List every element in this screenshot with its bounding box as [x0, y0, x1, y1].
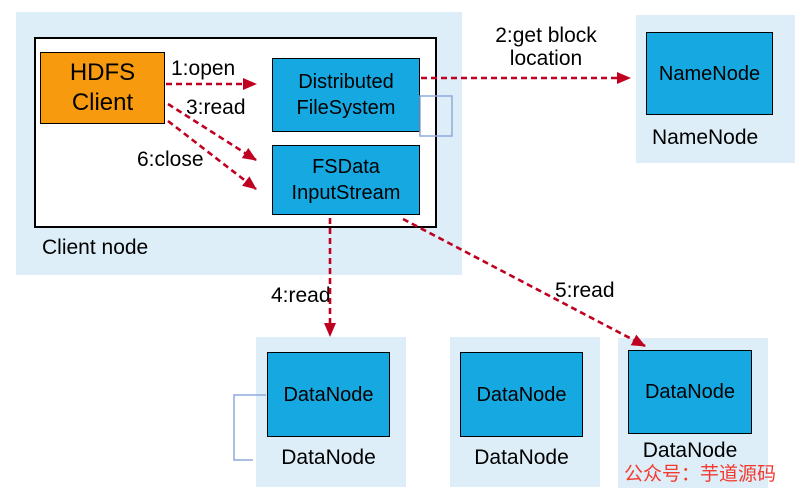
label-step4-read: 4:read — [271, 284, 331, 307]
datanode-1-node: DataNode — [267, 352, 390, 437]
datanode-3-box-label: DataNode — [644, 381, 736, 403]
fsdata-inputstream-node: FSData InputStream — [272, 145, 420, 215]
datanode-3-node: DataNode — [628, 350, 752, 434]
namenode-box-label: NameNode — [658, 62, 761, 85]
hdfs-client-node: HDFS Client — [40, 52, 165, 124]
distributed-filesystem-node: Distributed FileSystem — [272, 58, 420, 132]
distributed-filesystem-label: Distributed FileSystem — [296, 71, 396, 119]
label-step3-read: 3:read — [186, 96, 246, 119]
hdfs-client-label: HDFS Client — [69, 59, 136, 116]
namenode-caption: NameNode — [652, 126, 759, 149]
client-node-caption: Client node — [42, 236, 149, 259]
label-step2-get-block-location: 2:get block location — [495, 24, 597, 71]
datanode-1-caption: DataNode — [281, 446, 376, 469]
datanode-1-box-label: DataNode — [283, 383, 374, 406]
datanode-2-node: DataNode — [460, 352, 583, 437]
fsdata-inputstream-label: FSData InputStream — [291, 156, 401, 204]
datanode-2-caption: DataNode — [474, 446, 569, 469]
label-step6-close: 6:close — [137, 148, 204, 171]
label-step1-open: 1:open — [171, 57, 236, 80]
watermark-text: 公众号：芋道源码 — [624, 464, 777, 485]
label-step5-read: 5:read — [555, 279, 615, 302]
datanode-2-box-label: DataNode — [476, 383, 567, 406]
datanode-3-caption: DataNode — [642, 439, 738, 462]
namenode-node: NameNode — [646, 32, 773, 115]
